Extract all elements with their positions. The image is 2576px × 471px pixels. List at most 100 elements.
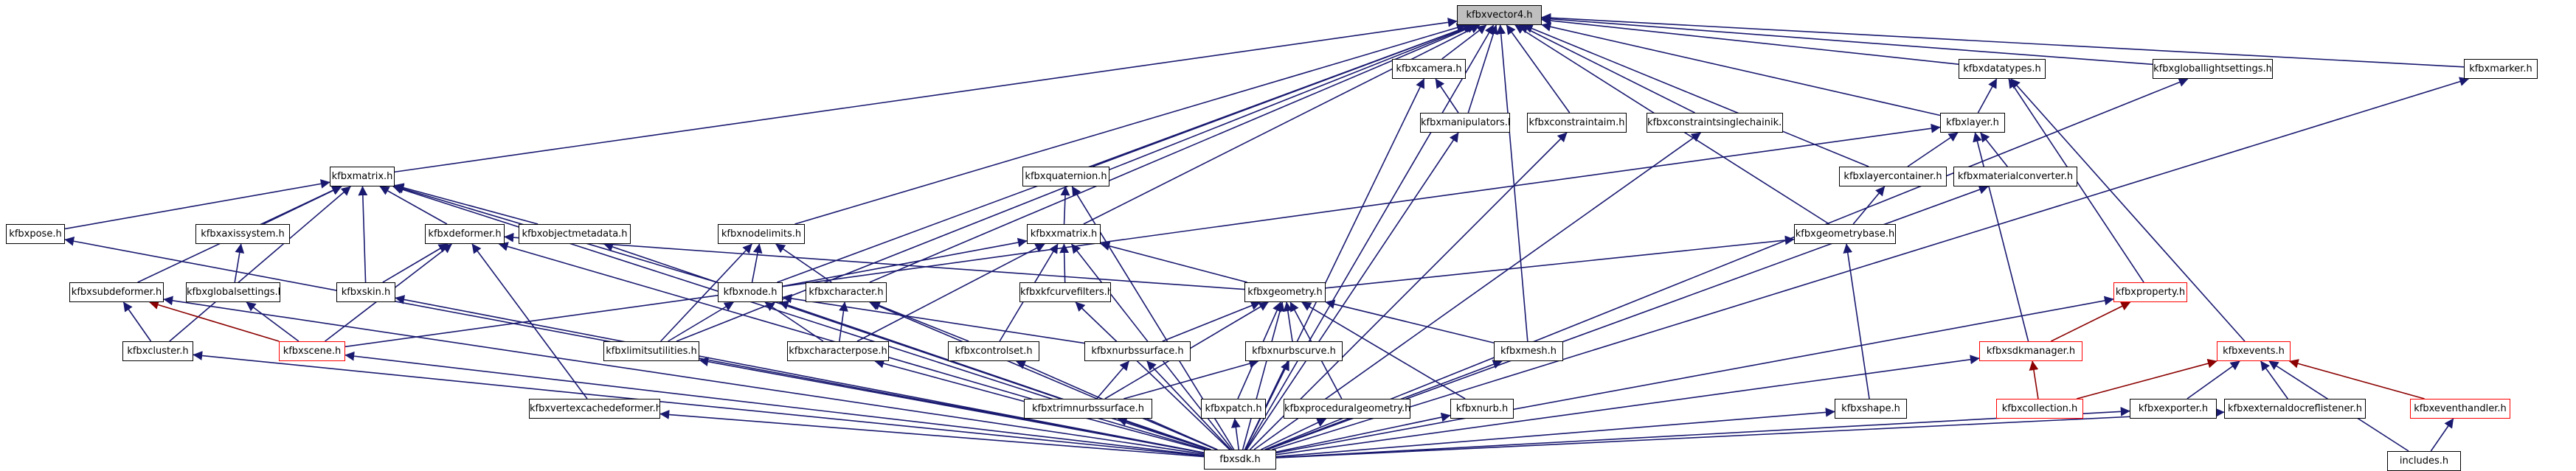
node-fbxmarker[interactable]: kfbxmarker.h	[2464, 59, 2538, 79]
edge-fbxlayercontainer-to-fbxlayer	[1907, 132, 1959, 167]
node-fbxconstraintsinglechainik[interactable]: kfbxconstraintsinglechainik.h	[1647, 113, 1783, 133]
node-fbxpose[interactable]: kfbxpose.h	[6, 224, 65, 244]
edge-fbxlimitsutilities-to-fbxnode	[668, 301, 734, 342]
edge-fbxsdk-to-fbxcluster	[193, 351, 1205, 457]
node-fbxconstraintaim[interactable]: kfbxconstraintaim.h	[1527, 113, 1627, 133]
node-fbxtrimnurbssurface[interactable]: kfbxtrimnurbssurface.h	[1024, 399, 1152, 419]
node-fbxmanipulators[interactable]: kfbxmanipulators.h	[1420, 113, 1510, 133]
node-fbxnurbscurve[interactable]: kfbxnurbscurve.h	[1245, 341, 1343, 361]
node-fbxproperty[interactable]: kfbxproperty.h	[2113, 282, 2187, 302]
edge-fbxtrimnurbssurface-to-fbxnurbscurve	[1123, 359, 1259, 400]
node-fbxlimitsutilities[interactable]: kfbxlimitsutilities.h	[603, 341, 699, 361]
edge-fbxcollection-to-fbxevents	[2076, 358, 2217, 400]
edge-fbxobjectmetadata-to-fbxmatrix	[394, 183, 539, 225]
edge-fbxsdkmanager-to-fbxlayer	[1973, 132, 2029, 342]
node-fbxnurb[interactable]: kfbxnurb.h	[1450, 399, 1514, 419]
node-fbxexternaldocreflistener[interactable]: kfbxexternaldocreflistener.h	[2224, 399, 2366, 419]
edge-fbxsdk-to-fbxskin	[395, 295, 1205, 453]
edge-fbxnurb-to-fbxgeometry	[1301, 301, 1466, 400]
node-fbxcharacter[interactable]: kfbxcharacter.h	[806, 282, 887, 302]
node-fbxscene[interactable]: kfbxscene.h	[279, 341, 345, 361]
node-fbxcluster[interactable]: kfbxcluster.h	[122, 341, 193, 361]
node-fbxeventhandler[interactable]: kfbxeventhandler.h	[2410, 399, 2510, 419]
edge-fbxmatrix-to-fbxvector4	[394, 18, 1458, 173]
node-fbxcurvefilters[interactable]: kfbxkfcurvefilters.h	[1019, 282, 1111, 302]
node-fbxcamera[interactable]: kfbxcamera.h	[1392, 59, 1466, 79]
edge-includes-to-fbxeventhandler	[2430, 418, 2454, 452]
edge-fbxnurbssurface-to-fbxgeometry	[1162, 301, 1261, 342]
edge-fbxsdk-to-fbxconstraintaim	[1249, 132, 1568, 450]
edge-fbxevents-to-fbxdatatypes	[2010, 78, 2246, 342]
node-fbxsdk[interactable]: fbxsdk.h	[1204, 450, 1276, 470]
node-fbxgloballightsettings[interactable]: kfbxgloballightsettings.h	[2153, 59, 2273, 79]
edge-fbxmaterialconverter-to-fbxlayer	[1980, 132, 2008, 167]
edge-fbxsdk-to-fbxshape	[1275, 408, 1835, 458]
edge-fbxgeometrybase-to-fbxlayercontainer	[1852, 186, 1886, 225]
edge-fbxcontrolset-to-fbxcharacter	[870, 301, 969, 342]
edge-fbxexternaldocreflistener-to-fbxevents	[2260, 360, 2288, 400]
edge-fbxxmatrix-to-fbxquaternion	[1060, 186, 1070, 225]
node-fbxshape[interactable]: kfbxshape.h	[1835, 399, 1907, 419]
node-fbxgeometry[interactable]: kfbxgeometry.h	[1244, 282, 1326, 302]
edge-fbxsdk-to-fbxnurbscurve	[1244, 360, 1290, 450]
node-fbxlayercontainer[interactable]: kfbxlayercontainer.h	[1839, 167, 1947, 186]
edge-fbxsdk-to-fbxmarker	[1272, 77, 2470, 450]
edge-fbxsdk-to-fbxsdkmanager	[1275, 355, 1980, 456]
node-fbxpatch[interactable]: kfbxpatch.h	[1201, 399, 1266, 419]
edge-fbxsdk-to-fbxscene	[344, 351, 1205, 456]
edge-fbxsdk-to-fbxcharacter	[869, 301, 1217, 450]
node-fbxsubdeformer[interactable]: kfbxsubdeformer.h	[69, 282, 164, 302]
node-fbxgeometrybase[interactable]: kfbxgeometrybase.h	[1794, 224, 1896, 244]
edge-fbxcollection-to-fbxsdkmanager	[2029, 360, 2039, 400]
node-fbxlayer[interactable]: kfbxlayer.h	[1940, 113, 2005, 133]
node-fbxsdkmanager[interactable]: kfbxsdkmanager.h	[1979, 341, 2082, 361]
edge-fbxlayer-to-fbxdatatypes	[1977, 78, 1998, 114]
node-fbxskin[interactable]: kfbxskin.h	[336, 282, 395, 302]
edge-fbxmesh-to-fbxgeometry	[1325, 299, 1495, 343]
node-fbxevents[interactable]: kfbxevents.h	[2217, 341, 2291, 361]
node-fbxcharacterpose[interactable]: kfbxcharacterpose.h	[787, 341, 889, 361]
node-fbxaxissystem[interactable]: kfbxaxissystem.h	[195, 224, 290, 244]
node-fbxvector4[interactable]: kfbxvector4.h	[1457, 5, 1542, 25]
edge-fbxsdk-to-fbxmanipulators	[1246, 132, 1459, 450]
node-fbxcontrolset[interactable]: kfbxcontrolset.h	[948, 341, 1039, 361]
node-fbxmesh[interactable]: kfbxmesh.h	[1494, 341, 1563, 361]
node-fbxmaterialconverter[interactable]: kfbxmaterialconverter.h	[1953, 167, 2077, 186]
edge-fbxnurbscurve-to-fbxgeometry	[1283, 301, 1293, 342]
edge-fbxskin-to-fbxdeformer	[382, 243, 449, 283]
node-fbxdeformer[interactable]: kfbxdeformer.h	[425, 224, 505, 244]
edge-fbxsdk-to-fbxexporter	[1275, 406, 2130, 458]
edge-fbxsdk-to-fbxvertexcachedeformer	[659, 410, 1205, 458]
node-fbxvertexcachedeformer[interactable]: kfbxvertexcachedeformer.h	[529, 399, 660, 419]
edge-fbxgloballightsettings-to-fbxvector4	[1541, 14, 2153, 66]
edge-fbxexporter-to-fbxevents	[2187, 360, 2240, 400]
node-fbxdatatypes[interactable]: kfbxdatatypes.h	[1959, 59, 2046, 79]
edge-fbxnurbssurface-to-fbxnode	[782, 293, 1085, 344]
edge-fbxshape-to-fbxgeometrybase	[1843, 243, 1870, 400]
node-fbxglobalsettings[interactable]: kfbxglobalsettings.h	[186, 282, 280, 302]
edge-fbxscene-to-fbxsubdeformer	[149, 300, 280, 342]
edge-fbxcharacterpose-to-fbxxmatrix	[856, 243, 1045, 342]
node-fbxxmatrix[interactable]: kfbxxmatrix.h	[1027, 224, 1101, 244]
node-fbxobjectmetadata[interactable]: kfbxobjectmetadata.h	[519, 224, 631, 244]
edge-fbxnode-to-fbxxmatrix	[782, 237, 1028, 287]
node-fbxexporter[interactable]: kfbxexporter.h	[2130, 399, 2217, 419]
edge-fbxsdk-to-fbxproceduralgeometry	[1261, 418, 1327, 450]
node-fbxnode[interactable]: kfbxnode.h	[718, 282, 783, 302]
edge-fbxtrimnurbssurface-to-fbxnurbssurface	[1095, 360, 1130, 400]
edge-fbxsdkmanager-to-fbxproperty	[2050, 301, 2131, 342]
edge-fbxsdk-to-fbxcamera	[1244, 78, 1425, 450]
node-fbxnodelimits[interactable]: kfbxnodelimits.h	[718, 224, 805, 244]
edge-fbxgeometry-to-fbxdeformer	[504, 232, 1245, 290]
edge-fbxconstraintsinglechainik-to-fbxvector4	[1518, 24, 1695, 114]
edges-layer	[64, 13, 2470, 458]
node-fbxquaternion[interactable]: kfbxquaternion.h	[1022, 167, 1109, 186]
node-fbxmatrix[interactable]: kfbxmatrix.h	[330, 167, 395, 186]
edge-fbxsdk-to-fbxnurb	[1275, 412, 1451, 453]
edge-fbxpose-to-fbxmatrix	[64, 179, 330, 230]
node-fbxnurbssurface[interactable]: kfbxnurbssurface.h	[1084, 341, 1191, 361]
node-fbxproceduralgeometry[interactable]: kfbxproceduralgeometry.h	[1284, 399, 1410, 419]
node-fbxcollection[interactable]: kfbxcollection.h	[1996, 399, 2083, 419]
edge-fbxlayercontainer-to-fbxvector4	[1523, 24, 1869, 167]
edge-fbxcharacter-to-fbxnodelimits	[775, 243, 832, 283]
